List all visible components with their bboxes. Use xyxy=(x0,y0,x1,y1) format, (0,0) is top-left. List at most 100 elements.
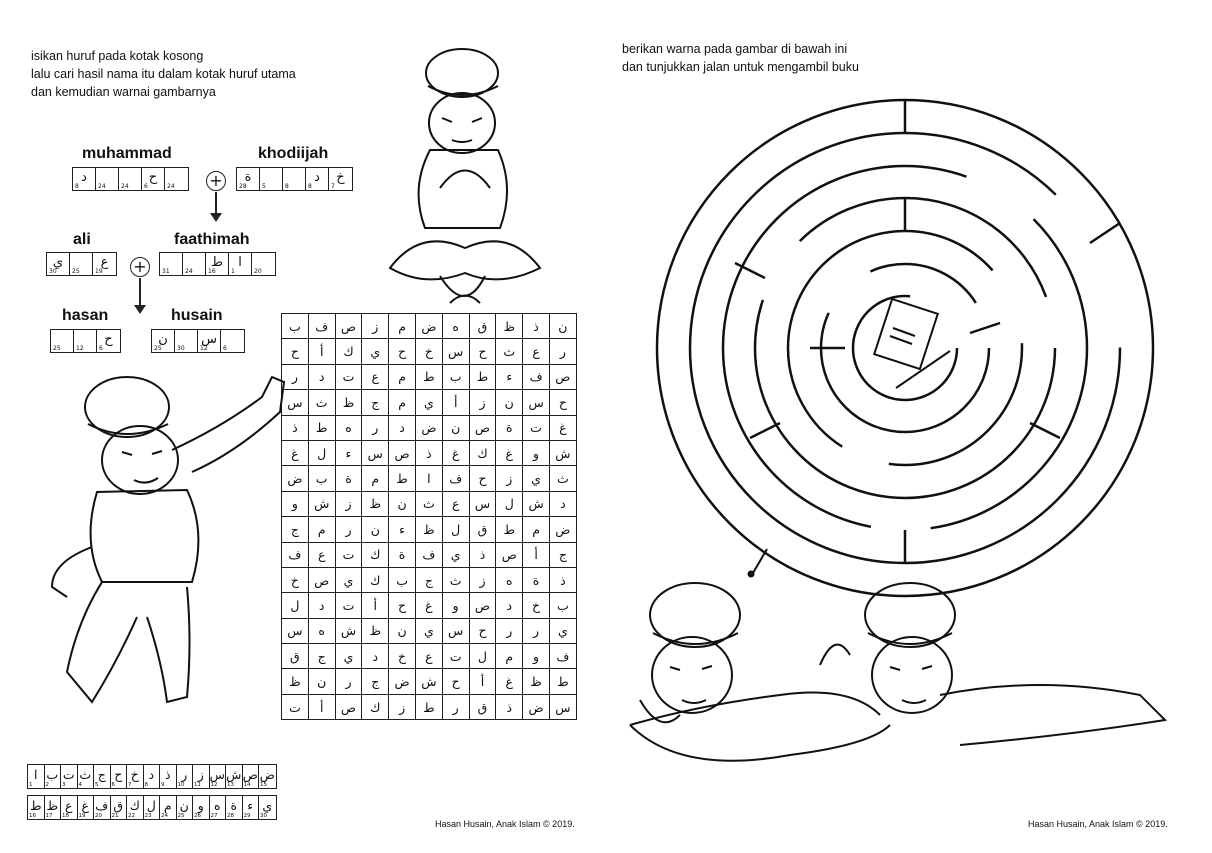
grid-cell[interactable]: ض xyxy=(522,693,550,721)
letter-box[interactable]: 24 xyxy=(183,253,206,275)
grid-cell[interactable]: م xyxy=(388,312,416,340)
grid-cell[interactable]: ن xyxy=(495,389,524,416)
letter-box[interactable]: 6 xyxy=(221,330,244,352)
grid-cell[interactable]: أ xyxy=(307,338,336,365)
grid-cell[interactable]: د xyxy=(548,490,577,518)
grid-cell[interactable]: ض xyxy=(548,516,577,543)
grid-cell[interactable]: ت xyxy=(334,363,363,391)
grid-cell[interactable]: ط xyxy=(548,668,577,695)
grid-cell[interactable]: س xyxy=(548,693,577,721)
grid-cell[interactable]: ذ xyxy=(495,693,524,721)
grid-cell[interactable]: ر xyxy=(361,414,390,441)
grid-cell[interactable]: ه xyxy=(334,414,363,441)
grid-cell[interactable]: ء xyxy=(388,516,416,543)
grid-cell[interactable]: م xyxy=(388,363,416,391)
grid-cell[interactable]: ف xyxy=(307,312,336,340)
grid-cell[interactable]: ص xyxy=(334,312,363,340)
letter-box[interactable]: 25 xyxy=(70,253,93,275)
grid-cell[interactable]: ط xyxy=(468,363,497,391)
grid-cell[interactable]: ر xyxy=(548,338,577,365)
grid-cell[interactable]: و xyxy=(441,592,470,619)
grid-cell[interactable]: ث xyxy=(441,566,470,594)
grid-cell[interactable]: م xyxy=(522,516,550,543)
grid-cell[interactable]: ا xyxy=(414,465,443,492)
grid-cell[interactable]: غ xyxy=(495,668,524,695)
letter-box[interactable]: 30 xyxy=(175,330,198,352)
grid-cell[interactable]: ج xyxy=(307,643,336,670)
grid-cell[interactable]: ض xyxy=(281,465,309,492)
grid-cell[interactable]: م xyxy=(388,389,416,416)
grid-cell[interactable]: ذ xyxy=(468,541,497,568)
grid-cell[interactable]: ت xyxy=(522,414,550,441)
grid-cell[interactable]: ك xyxy=(361,541,390,568)
grid-cell[interactable]: ث xyxy=(307,389,336,416)
grid-cell[interactable]: ق xyxy=(468,516,497,543)
grid-cell[interactable]: ز xyxy=(334,490,363,518)
grid-cell[interactable]: ب xyxy=(441,363,470,391)
grid-cell[interactable]: س xyxy=(441,338,470,365)
grid-cell[interactable]: ج xyxy=(361,389,390,416)
grid-cell[interactable]: س xyxy=(468,490,497,518)
grid-cell[interactable]: أ xyxy=(361,592,390,619)
grid-cell[interactable]: ل xyxy=(307,439,336,467)
grid-cell[interactable]: ي xyxy=(414,389,443,416)
grid-cell[interactable]: ر xyxy=(522,617,550,645)
grid-cell[interactable]: ه xyxy=(307,617,336,645)
grid-cell[interactable]: و xyxy=(522,643,550,670)
grid-cell[interactable]: ك xyxy=(361,693,390,721)
grid-cell[interactable]: د xyxy=(361,643,390,670)
grid-cell[interactable]: ص xyxy=(388,439,416,467)
grid-cell[interactable]: د xyxy=(495,592,524,619)
grid-cell[interactable]: ح xyxy=(468,465,497,492)
grid-cell[interactable]: غ xyxy=(441,439,470,467)
grid-cell[interactable]: ح xyxy=(281,338,309,365)
grid-cell[interactable]: س xyxy=(441,617,470,645)
grid-cell[interactable]: ي xyxy=(548,617,577,645)
grid-cell[interactable]: ط xyxy=(414,363,443,391)
grid-cell[interactable]: أ xyxy=(307,693,336,721)
grid-cell[interactable]: ح xyxy=(388,338,416,365)
grid-cell[interactable]: ز xyxy=(361,312,390,340)
grid-cell[interactable]: ظ xyxy=(414,516,443,543)
grid-cell[interactable]: ص xyxy=(548,363,577,391)
grid-cell[interactable]: ز xyxy=(468,389,497,416)
grid-cell[interactable]: ف xyxy=(548,643,577,670)
grid-cell[interactable]: ن xyxy=(361,516,390,543)
grid-cell[interactable]: ص xyxy=(334,693,363,721)
grid-cell[interactable]: ت xyxy=(334,592,363,619)
grid-cell[interactable]: و xyxy=(281,490,309,518)
grid-cell[interactable]: ث xyxy=(495,338,524,365)
grid-cell[interactable]: ي xyxy=(441,541,470,568)
grid-cell[interactable]: ظ xyxy=(361,617,390,645)
grid-cell[interactable]: س xyxy=(522,389,550,416)
grid-cell[interactable]: أ xyxy=(522,541,550,568)
grid-cell[interactable]: ب xyxy=(281,312,309,340)
grid-cell[interactable]: أ xyxy=(468,668,497,695)
grid-cell[interactable]: ص xyxy=(468,592,497,619)
grid-cell[interactable]: ق xyxy=(468,693,497,721)
grid-cell[interactable]: ة xyxy=(388,541,416,568)
grid-cell[interactable]: ة xyxy=(495,414,524,441)
grid-cell[interactable]: ذ xyxy=(548,566,577,594)
grid-cell[interactable]: ن xyxy=(388,617,416,645)
grid-cell[interactable]: م xyxy=(307,516,336,543)
grid-cell[interactable]: ل xyxy=(468,643,497,670)
grid-cell[interactable]: ج xyxy=(548,541,577,568)
letter-box[interactable]: 20 xyxy=(252,253,275,275)
grid-cell[interactable]: ق xyxy=(468,312,497,340)
grid-cell[interactable]: ز xyxy=(468,566,497,594)
grid-cell[interactable]: ن xyxy=(388,490,416,518)
grid-cell[interactable]: ل xyxy=(495,490,524,518)
grid-cell[interactable]: ن xyxy=(307,668,336,695)
grid-cell[interactable]: ة xyxy=(334,465,363,492)
grid-cell[interactable]: ز xyxy=(388,693,416,721)
grid-cell[interactable]: ل xyxy=(281,592,309,619)
grid-cell[interactable]: خ xyxy=(414,338,443,365)
